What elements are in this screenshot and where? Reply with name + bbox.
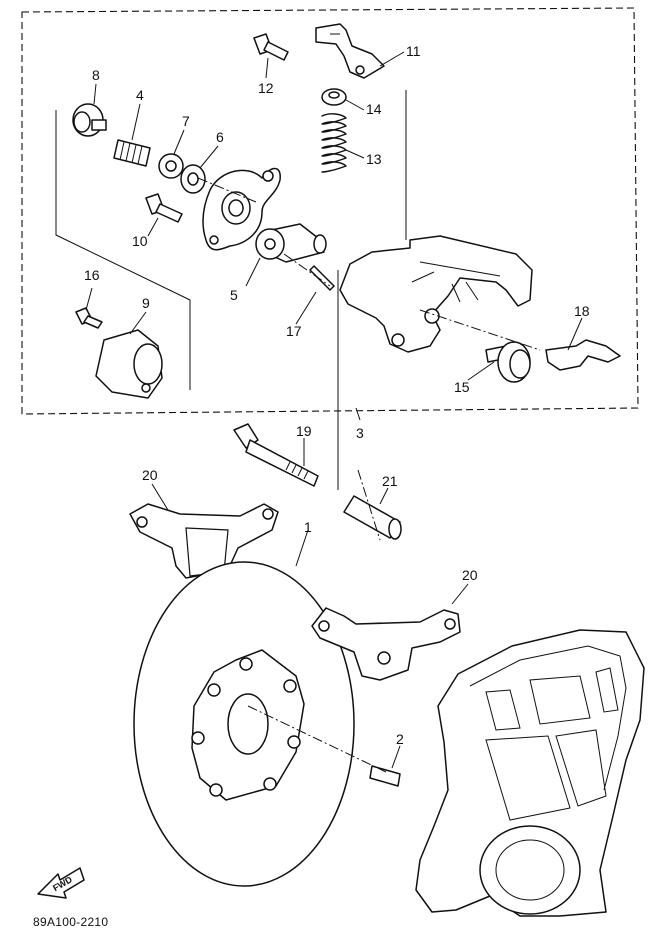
callout-7: 7: [182, 113, 190, 129]
part-cap: [72, 103, 107, 137]
subassembly-lines: [55, 90, 407, 490]
part-bracket: [315, 23, 385, 79]
callout-21: 21: [382, 473, 398, 489]
part-pin-17: [309, 265, 335, 291]
callout-12: 12: [258, 80, 274, 96]
part-pad-pin: [485, 341, 531, 383]
callout-19: 19: [296, 423, 312, 439]
callout-2: 2: [396, 731, 404, 747]
center-lines: [197, 177, 541, 773]
forward-arrow-icon: FWD: [37, 867, 85, 899]
part-long-bolt: [233, 423, 319, 487]
part-adjuster-shaft: [255, 223, 327, 263]
part-bolt-16: [75, 307, 103, 329]
part-key: [369, 765, 401, 787]
callout-10: 10: [132, 233, 148, 249]
figure-code: 89A100-2210: [33, 915, 109, 929]
callout-16: 16: [84, 267, 100, 283]
callout-5: 5: [230, 287, 238, 303]
part-washer: [180, 164, 206, 194]
callout-4: 4: [136, 87, 144, 103]
part-spring-seat: [321, 88, 347, 106]
part-clip: [545, 339, 621, 371]
callout-15: 15: [454, 379, 470, 395]
callout-3: 3: [356, 425, 364, 441]
assembly-boundary: [21, 7, 639, 415]
callout-11: 11: [406, 43, 421, 59]
leader-lines: [85, 51, 583, 769]
part-brake-pad-lower: [311, 607, 461, 681]
callout-18: 18: [574, 303, 590, 319]
part-adjuster-screw: [113, 139, 151, 167]
callout-20-lower: 20: [462, 567, 478, 583]
callout-8: 8: [92, 67, 100, 83]
callout-14: 14: [366, 101, 382, 117]
part-spring: [321, 113, 347, 173]
callout-13: 13: [366, 151, 382, 167]
part-brake-pad-upper: [129, 503, 279, 579]
part-cover: [95, 329, 163, 399]
part-brake-disc: [133, 561, 355, 887]
callout-17: 17: [286, 323, 302, 339]
part-gear: [158, 153, 184, 179]
part-caliper-body: [339, 235, 533, 353]
callout-20-upper: 20: [142, 467, 158, 483]
part-bolt-12: [253, 33, 289, 61]
callout-1: 1: [304, 519, 312, 535]
part-sleeve: [343, 495, 402, 540]
part-adjuster-housing: [202, 167, 281, 251]
callout-9: 9: [142, 295, 150, 311]
wheel-hub-background: [415, 629, 645, 917]
part-bolt-10: [145, 193, 183, 223]
callout-6: 6: [216, 129, 224, 145]
